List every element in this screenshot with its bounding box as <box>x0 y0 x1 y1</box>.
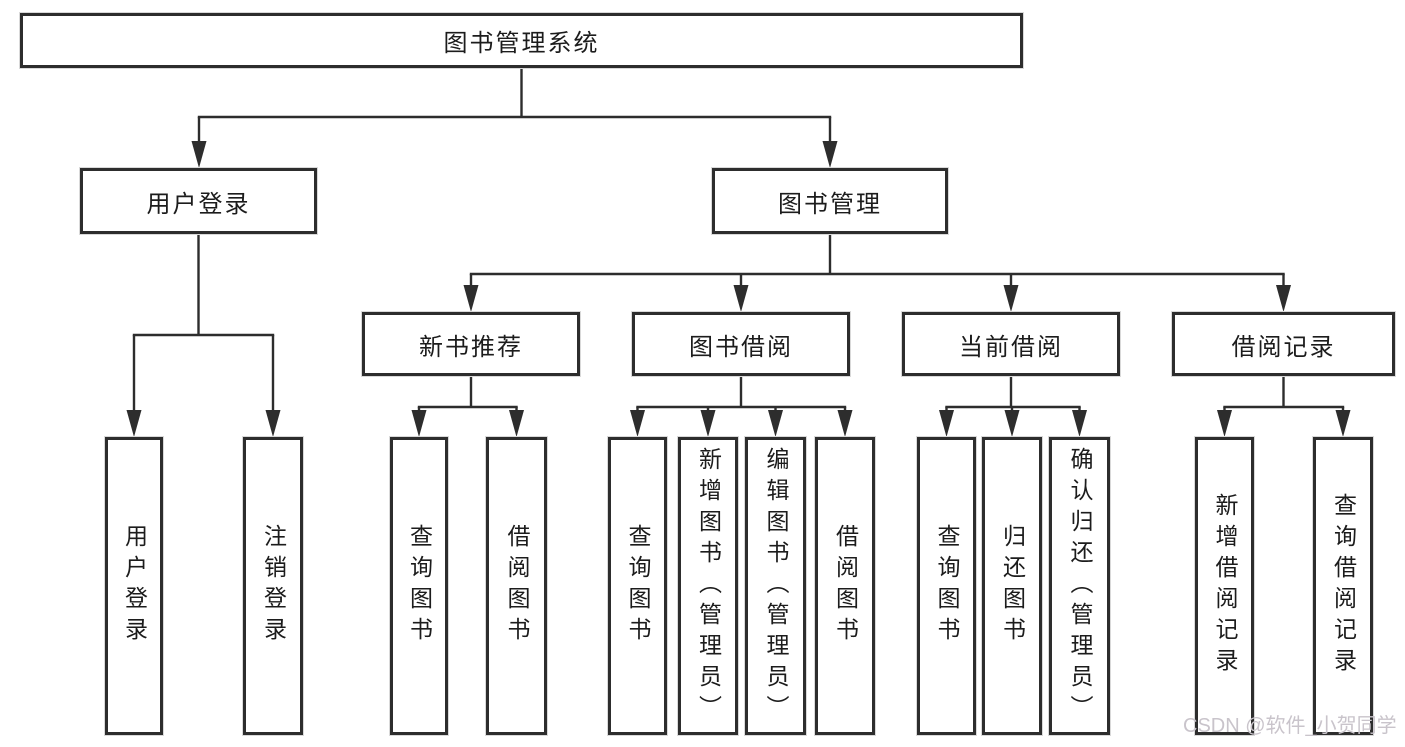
leaf-add-borrow-record: 新增借阅记录 <box>1195 437 1254 735</box>
node-new-book-recommendation: 新书推荐 <box>362 312 580 376</box>
node-book-management: 图书管理 <box>712 168 948 234</box>
node-user-login: 用户登录 <box>80 168 317 234</box>
leaf-borrow-books-recommend: 借阅图书 <box>486 437 547 735</box>
leaf-user-login: 用户登录 <box>105 437 163 735</box>
node-book-borrowing: 图书借阅 <box>632 312 850 376</box>
leaf-borrow-books-borrowing: 借阅图书 <box>815 437 875 735</box>
leaf-add-books-admin: 新增图书（管理员） <box>678 437 738 735</box>
node-current-borrowing: 当前借阅 <box>902 312 1120 376</box>
leaf-confirm-return-admin: 确认归还（管理员） <box>1049 437 1110 735</box>
csdn-watermark: CSDN @软件_小贺同学 <box>1183 715 1397 737</box>
leaf-logout: 注销登录 <box>243 437 303 735</box>
node-library-management-system: 图书管理系统 <box>20 13 1023 68</box>
leaf-query-books-borrowing: 查询图书 <box>608 437 667 735</box>
leaf-query-borrow-record: 查询借阅记录 <box>1313 437 1373 735</box>
leaf-edit-books-admin: 编辑图书（管理员） <box>745 437 806 735</box>
leaf-query-books-current: 查询图书 <box>917 437 976 735</box>
leaf-return-books: 归还图书 <box>982 437 1042 735</box>
node-borrowing-records: 借阅记录 <box>1172 312 1395 376</box>
leaf-query-books-recommend: 查询图书 <box>390 437 448 735</box>
